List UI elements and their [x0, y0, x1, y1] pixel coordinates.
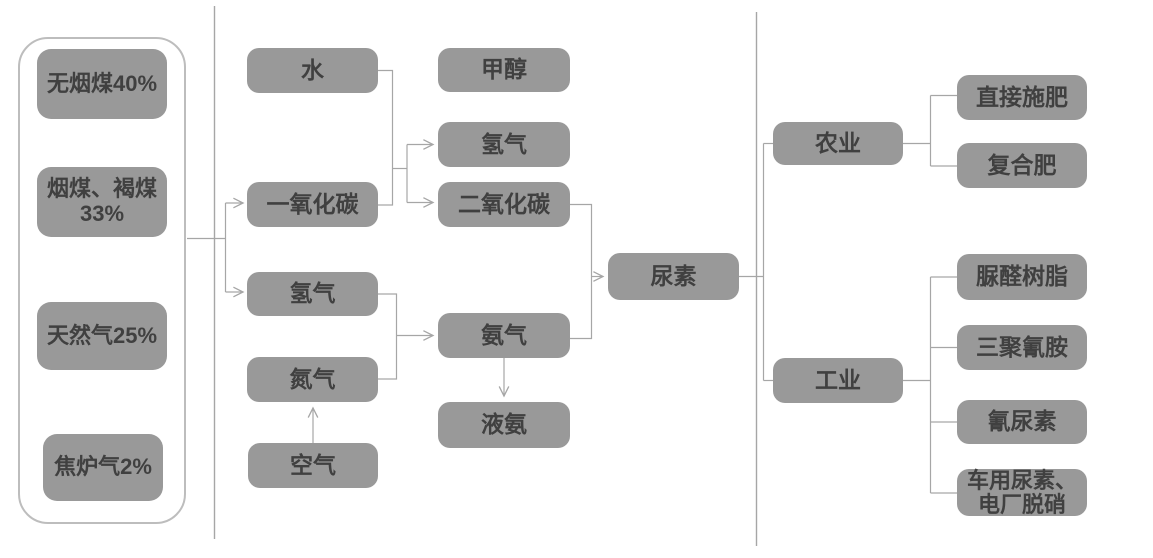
edge-sources-to-co-h2	[187, 197, 245, 298]
node-agriculture: 农业	[773, 122, 903, 165]
node-vehicle-urea-denox: 车用尿素、 电厂脱硝	[957, 469, 1087, 516]
node-hydrogen-from-sources: 氢气	[247, 272, 378, 316]
node-water: 水	[247, 48, 378, 93]
node-urea-formaldehyde-resin: 脲醛树脂	[957, 254, 1087, 300]
edge-agriculture-branches	[903, 94, 957, 167]
node-air: 空气	[248, 443, 378, 488]
node-hydrogen-shifted: 氢气	[438, 122, 570, 167]
node-compound-fertilizer: 复合肥	[957, 143, 1087, 188]
node-melamine: 三聚氰胺	[957, 325, 1087, 370]
sources-group-container	[18, 37, 186, 524]
node-ammonia: 氨气	[438, 313, 570, 358]
node-bituminous-lignite: 烟煤、褐煤 33%	[37, 167, 167, 237]
edge-industry-branches	[903, 276, 957, 494]
edge-co2-ammonia-to-urea	[570, 203, 605, 340]
node-nitrogen: 氮气	[247, 357, 378, 402]
edge-urea-to-agriculture-industry	[739, 142, 773, 382]
node-industry: 工业	[773, 358, 903, 403]
node-cyanurea: 氰尿素	[957, 400, 1087, 444]
node-carbon-dioxide: 二氧化碳	[438, 182, 570, 227]
node-methanol: 甲醇	[438, 48, 570, 92]
node-carbon-monoxide: 一氧化碳	[247, 182, 378, 227]
node-anthracite: 无烟煤40%	[37, 49, 167, 119]
edge-h2-n2-to-ammonia	[378, 293, 435, 380]
node-direct-fertilization: 直接施肥	[957, 75, 1087, 120]
node-coke-oven-gas: 焦炉气2%	[43, 434, 163, 501]
edge-water-co-to-h2-co2	[378, 69, 435, 208]
node-liquid-ammonia: 液氨	[438, 402, 570, 448]
node-urea: 尿素	[608, 253, 739, 300]
node-natural-gas: 天然气25%	[37, 302, 167, 370]
